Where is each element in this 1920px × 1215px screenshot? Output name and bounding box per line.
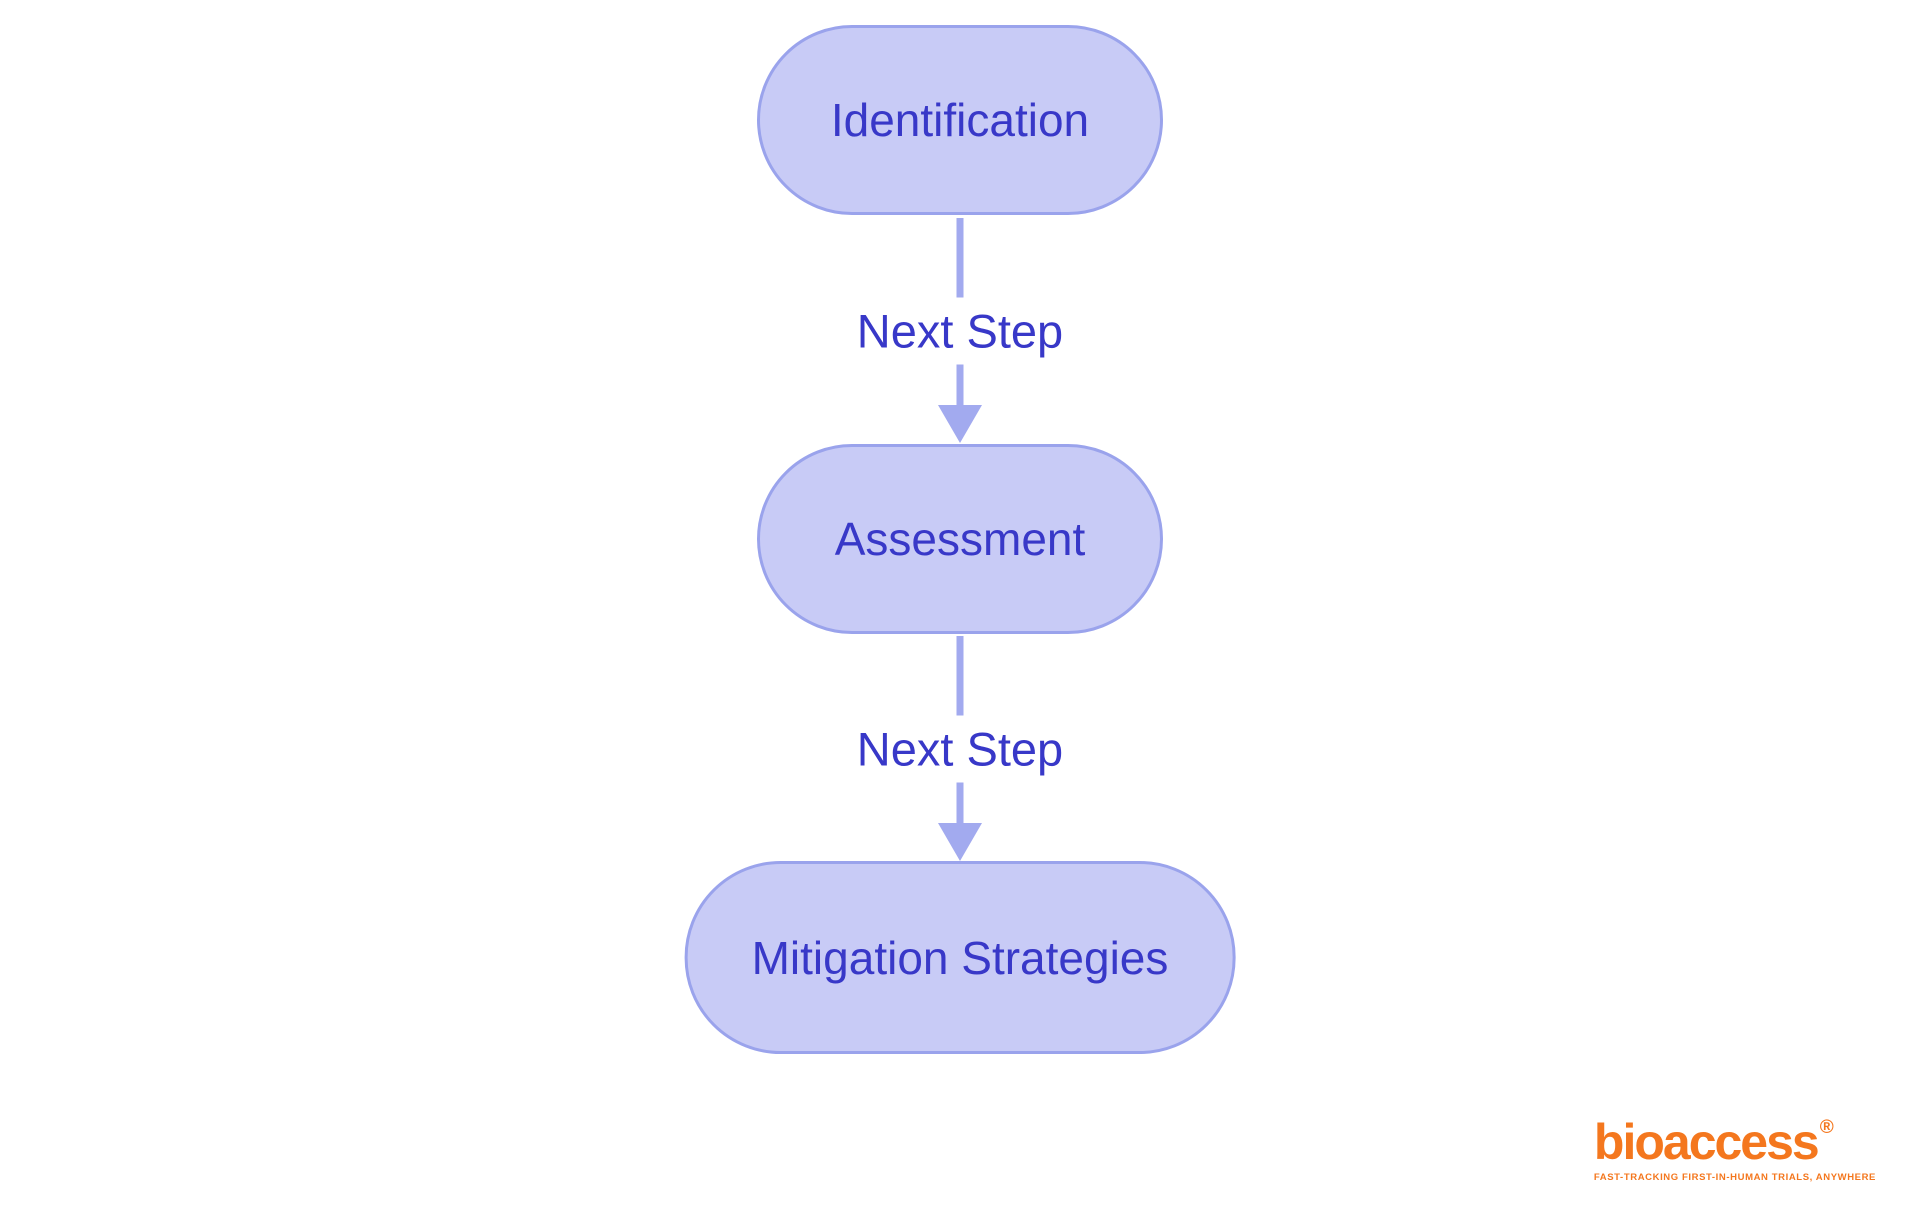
arrowhead-down-icon <box>938 405 982 443</box>
flowchart-edge-1: Next Step <box>0 218 1920 443</box>
node-label-mitigation-strategies: Mitigation Strategies <box>751 931 1169 984</box>
flowchart-node-mitigation-strategies[interactable]: Mitigation Strategies <box>684 861 1236 1054</box>
arrowhead-down-icon <box>938 823 982 861</box>
flowchart-node-assessment[interactable]: Assessment <box>757 444 1163 634</box>
flowchart-edge-2: Next Step <box>0 636 1920 861</box>
bioaccess-wordmark: bioaccess ® <box>1594 1117 1876 1167</box>
registered-trademark-icon: ® <box>1819 1117 1834 1138</box>
node-label-identification: Identification <box>830 94 1090 146</box>
bioaccess-logo: bioaccess ® FAST-TRACKING FIRST-IN-HUMAN… <box>1594 1117 1876 1183</box>
edge-label-next-step-1: Next Step <box>842 297 1078 364</box>
flowchart-node-identification[interactable]: Identification <box>757 25 1163 215</box>
edge-label-next-step-2: Next Step <box>842 715 1078 782</box>
bioaccess-logo-text: bioaccess <box>1593 1114 1820 1170</box>
bioaccess-tagline: FAST-TRACKING FIRST-IN-HUMAN TRIALS, ANY… <box>1593 1172 1876 1183</box>
node-label-assessment: Assessment <box>834 513 1086 565</box>
